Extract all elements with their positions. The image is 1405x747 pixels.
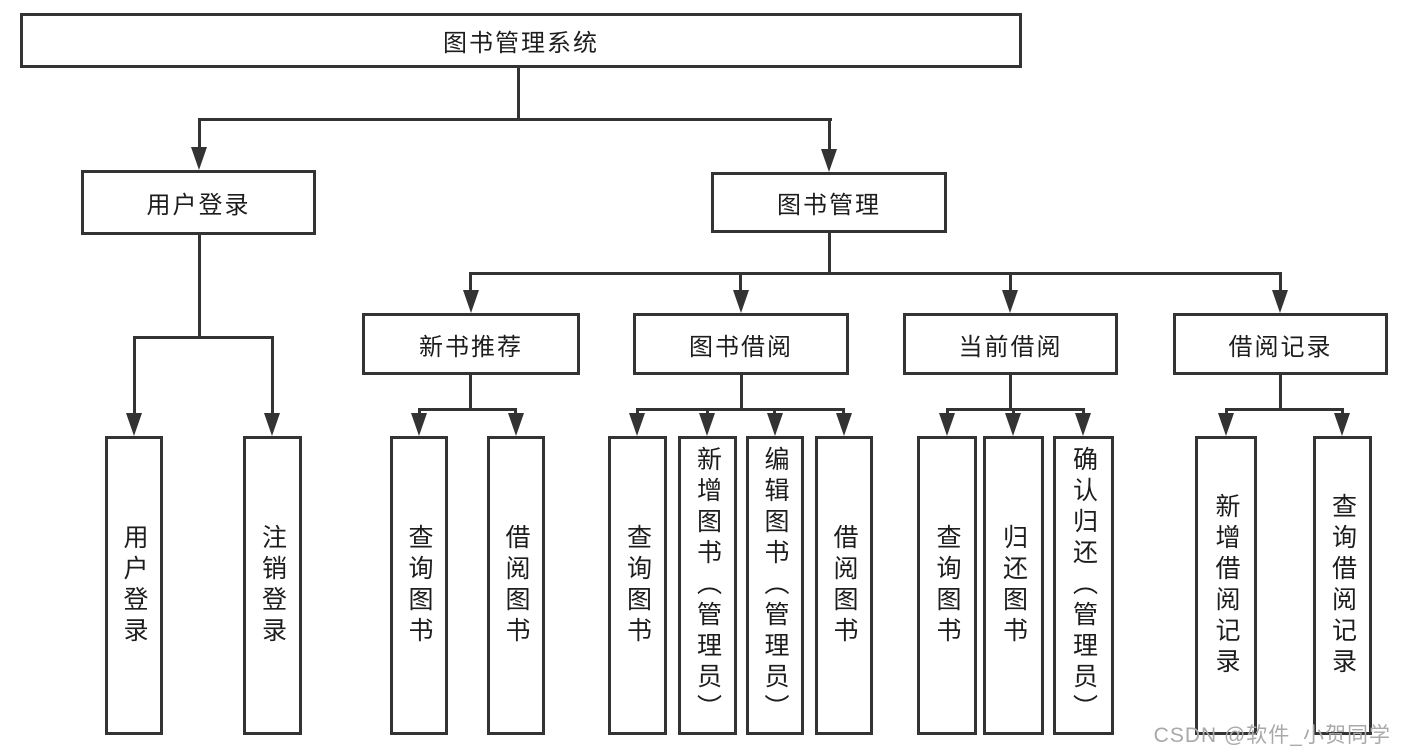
node-leaf-return-book: 归还图书 (983, 436, 1044, 735)
arrow-to-leaf-add-book-admin (699, 413, 715, 436)
arrow-to-borrowing-records (1272, 290, 1288, 313)
connector-book-mgmt-crossbar (469, 272, 1282, 275)
arrow-to-leaf-query-book-borrowing (629, 413, 645, 436)
connector-user-login-stem (198, 235, 201, 336)
connector-current-borrowing-stem (1009, 375, 1012, 411)
node-current-borrowing: 当前借阅 (903, 313, 1118, 375)
connector-leaf-stem (706, 408, 709, 416)
node-leaf-logout: 注销登录 (243, 436, 302, 735)
connector-new-book-stem (469, 375, 472, 411)
node-leaf-confirm-return-admin: 确认归还（管理员） (1053, 436, 1114, 735)
arrow-to-leaf-borrow-book (836, 413, 852, 436)
connector-leaf-stem (1082, 408, 1085, 416)
connector-leaf-stem (1012, 408, 1015, 416)
node-book-management: 图书管理 (711, 172, 947, 233)
node-leaf-query-book-recommend: 查询图书 (390, 436, 448, 735)
node-leaf-query-book-current: 查询图书 (917, 436, 977, 735)
connector-current-borrowing-crossbar (946, 408, 1085, 411)
arrow-to-leaf-logout (264, 413, 280, 436)
node-library-system: 图书管理系统 (20, 13, 1022, 68)
node-leaf-add-book-admin: 新增图书（管理员） (678, 436, 737, 735)
arrow-to-leaf-query-book-recommend (411, 413, 427, 436)
connector-to-current-borrowing-stem (1009, 272, 1012, 293)
arrow-to-book-mgmt (821, 149, 837, 172)
connector-borrowing-records-stem (1279, 375, 1282, 411)
arrow-to-current-borrowing (1002, 290, 1018, 313)
connector-leaf-stem (1225, 408, 1228, 416)
connector-to-new-book-stem (469, 272, 472, 293)
arrow-to-leaf-user-login (126, 413, 142, 436)
connector-to-book-borrowing-stem (739, 272, 742, 293)
node-user-login: 用户登录 (81, 170, 316, 235)
arrow-to-new-book-recommendation (463, 290, 479, 313)
connector-leaf-stem (946, 408, 949, 416)
connector-to-borrowing-records-stem (1279, 272, 1282, 293)
node-new-book-recommendation: 新书推荐 (362, 313, 580, 375)
node-leaf-query-borrow-record: 查询借阅记录 (1313, 436, 1372, 735)
node-leaf-borrow-book: 借阅图书 (815, 436, 873, 735)
connector-root-stem (517, 68, 520, 118)
connector-borrowing-records-crossbar (1225, 408, 1344, 411)
connector-book-borrowing-stem (740, 375, 743, 411)
connector-book-mgmt-stem (828, 233, 831, 275)
node-leaf-borrow-book-recommend: 借阅图书 (487, 436, 545, 735)
arrow-to-leaf-query-book-current (939, 413, 955, 436)
connector-leaf-stem (636, 408, 639, 416)
connector-book-borrowing-crossbar (636, 408, 845, 411)
node-leaf-user-login: 用户登录 (105, 436, 163, 735)
connector-leaf-stem (842, 408, 845, 416)
arrow-to-leaf-confirm-return-admin (1075, 413, 1091, 436)
arrow-to-leaf-query-borrow-record (1334, 413, 1350, 436)
arrow-to-leaf-edit-book-admin (767, 413, 783, 436)
connector-root-crossbar (198, 118, 832, 121)
csdn-watermark: CSDN @软件_小贺同学 (1153, 724, 1391, 747)
connector-leaf-stem (514, 408, 517, 416)
node-leaf-query-book-borrowing: 查询图书 (608, 436, 667, 735)
connector-to-book-mgmt-stem (828, 118, 831, 151)
connector-user-login-crossbar (133, 336, 274, 339)
node-leaf-edit-book-admin: 编辑图书（管理员） (746, 436, 804, 735)
arrow-to-leaf-add-borrow-record (1218, 413, 1234, 436)
connector-new-book-crossbar (418, 408, 517, 411)
arrow-to-leaf-borrow-book-recommend (508, 413, 524, 436)
arrow-to-leaf-return-book (1005, 413, 1021, 436)
connector-to-leaf-logout-stem (271, 336, 274, 415)
connector-leaf-stem (418, 408, 421, 416)
node-leaf-add-borrow-record: 新增借阅记录 (1195, 436, 1257, 735)
arrow-to-book-borrowing (733, 290, 749, 313)
arrow-to-user-login (191, 147, 207, 170)
connector-leaf-stem (773, 408, 776, 416)
connector-to-leaf-user-login-stem (133, 336, 136, 415)
node-book-borrowing: 图书借阅 (633, 313, 849, 375)
node-borrowing-records: 借阅记录 (1173, 313, 1388, 375)
connector-leaf-stem (1341, 408, 1344, 416)
connector-to-user-login-stem (198, 118, 201, 149)
